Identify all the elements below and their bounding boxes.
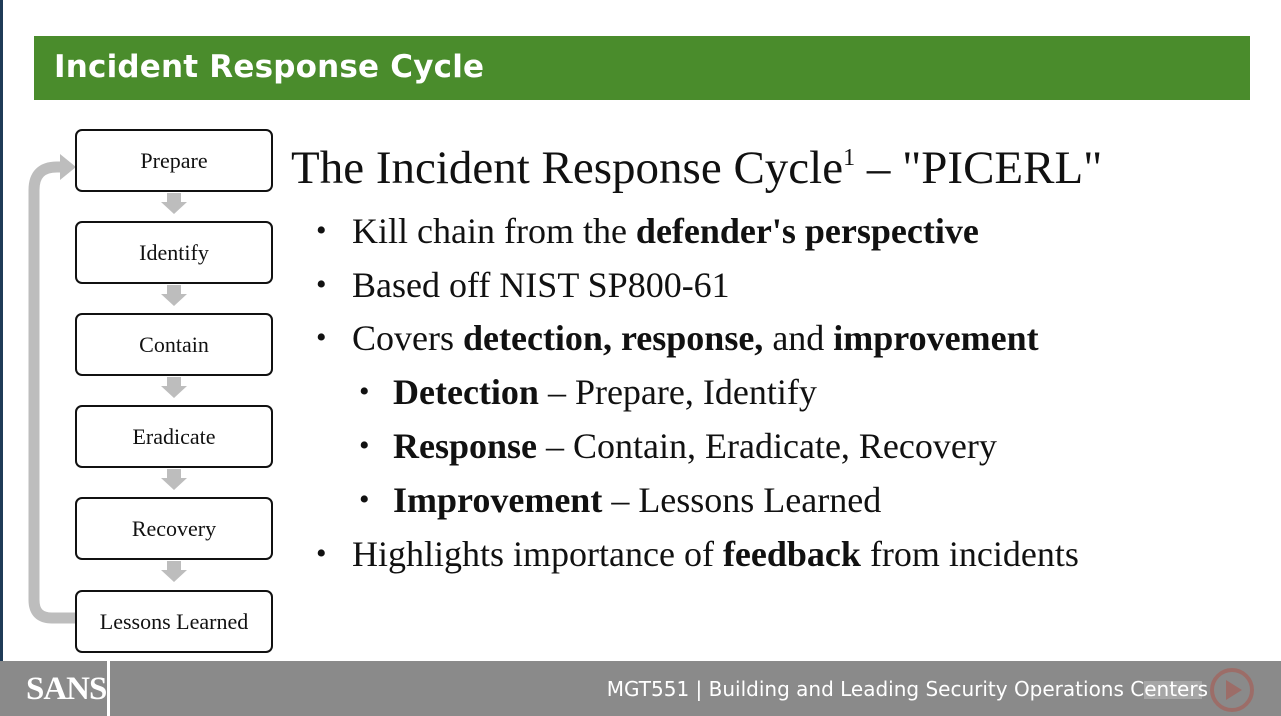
bullet-text: Based off NIST SP800-61 (352, 265, 730, 305)
text-run: – Lessons Learned (602, 480, 882, 520)
cycle-step-lessons-learned: Lessons Learned (75, 590, 273, 653)
heading-suffix: – "PICERL" (855, 142, 1103, 194)
cycle-arrows (28, 154, 187, 624)
bullet-item: • Based off NIST SP800-61 (316, 264, 730, 306)
cycle-step-recovery: Recovery (75, 497, 273, 560)
cycle-step-identify: Identify (75, 221, 273, 284)
down-arrow-2 (161, 285, 187, 306)
bullet-dot: • (359, 375, 370, 408)
bullet-text: Detection – Prepare, Identify (393, 372, 817, 412)
bullet-dot: • (316, 214, 327, 247)
bullet-item: • Highlights importance of feedback from … (316, 533, 1079, 575)
footer-divider (107, 661, 110, 716)
cycle-step-prepare: Prepare (75, 129, 273, 192)
text-run: Kill chain from the (352, 211, 636, 251)
heading-footnote-marker: 1 (843, 145, 856, 171)
bullet-text: Highlights importance of feedback from i… (352, 534, 1079, 574)
text-run: – Contain, Eradicate, Recovery (537, 426, 997, 466)
bold-run: Improvement (393, 480, 603, 520)
course-title: MGT551 | Building and Leading Security O… (606, 677, 1208, 701)
text-run: Covers (352, 318, 463, 358)
bullet-dot: • (316, 321, 327, 354)
sub-bullet-item: • Detection – Prepare, Identify (359, 371, 817, 413)
text-run: from incidents (860, 534, 1079, 574)
sans-logo: SANS (26, 671, 107, 707)
bullet-dot: • (316, 268, 327, 301)
incident-response-cycle-diagram: Prepare Identify Contain Eradicate Recov… (0, 0, 290, 716)
cycle-step-eradicate: Eradicate (75, 405, 273, 468)
bold-run: Detection (393, 372, 539, 412)
feedback-loop-arrowhead (60, 154, 76, 180)
bold-run: defender's perspective (635, 211, 979, 251)
text-run: – Prepare, Identify (538, 372, 817, 412)
feedback-loop-arrow (28, 161, 75, 624)
sub-bullet-item: • Improvement – Lessons Learned (359, 479, 881, 521)
bullet-text: Improvement – Lessons Learned (393, 480, 881, 520)
watermark-logo-icon (1144, 668, 1254, 712)
bold-run: feedback (722, 534, 861, 574)
bullet-text: Kill chain from the defender's perspecti… (352, 211, 979, 251)
slide-title: Incident Response Cycle (54, 49, 485, 85)
cycle-step-contain: Contain (75, 313, 273, 376)
bullet-dot: • (316, 537, 327, 570)
bullet-dot: • (359, 483, 370, 516)
bullet-dot: • (359, 429, 370, 462)
down-arrow-1 (161, 193, 187, 214)
bold-run: detection, response, (463, 318, 764, 358)
sub-bullet-item: • Response – Contain, Eradicate, Recovery (359, 425, 997, 467)
bullet-text: Covers detection, response, and improvem… (352, 318, 1039, 358)
bold-run: improvement (833, 318, 1039, 358)
text-run: Highlights importance of (352, 534, 723, 574)
bold-run: Response (393, 426, 538, 466)
left-edge-strip (0, 0, 3, 716)
down-arrow-3 (161, 377, 187, 398)
text-run: and (763, 318, 834, 358)
bullet-item: • Covers detection, response, and improve… (316, 317, 1039, 359)
footer-bar: SANS MGT551 | Building and Leading Secur… (0, 661, 1281, 716)
down-arrow-5 (161, 561, 187, 582)
bullet-item: • Kill chain from the defender's perspect… (316, 210, 979, 252)
content-heading: The Incident Response Cycle1 – "PICERL" (291, 141, 1271, 195)
heading-text: The Incident Response Cycle (291, 142, 844, 194)
bullet-text: Response – Contain, Eradicate, Recovery (393, 426, 997, 466)
down-arrow-4 (161, 469, 187, 490)
down-arrows (161, 193, 187, 582)
title-bar: Incident Response Cycle (34, 36, 1250, 100)
text-run: Based off NIST SP800-61 (352, 265, 730, 305)
